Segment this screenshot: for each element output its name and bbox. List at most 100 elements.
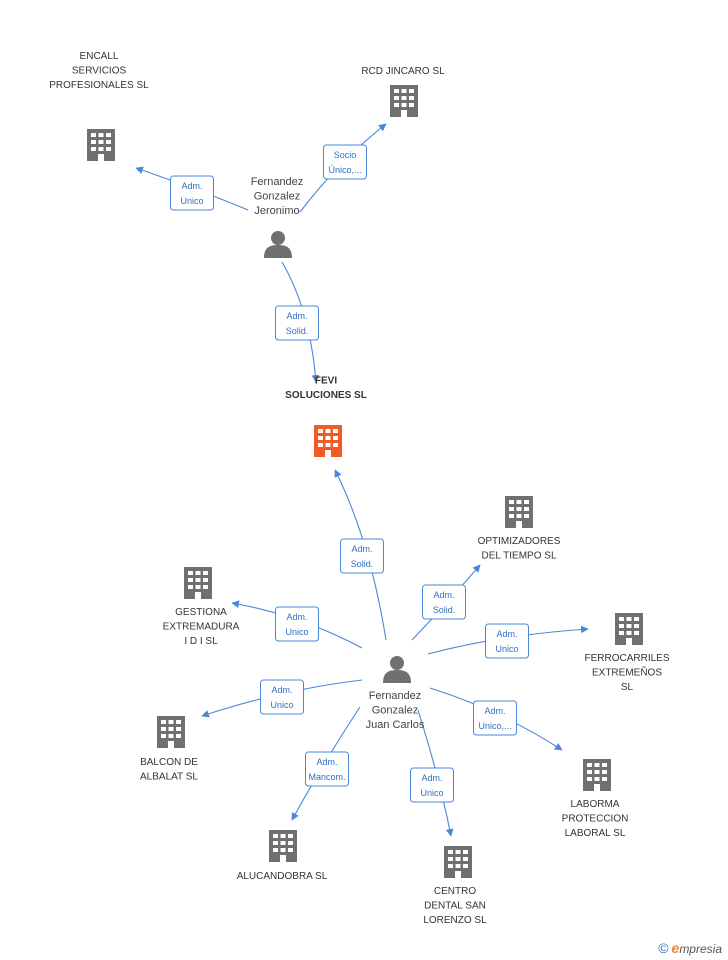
relation-label[interactable]: Adm. — [351, 544, 372, 554]
company-label-gestiona[interactable]: EXTREMADURA — [163, 622, 240, 633]
company-label-ferrocarriles[interactable]: SL — [621, 682, 634, 693]
relation-box[interactable] — [422, 584, 466, 620]
building-icon[interactable] — [615, 613, 643, 645]
relation-label[interactable]: Unico — [270, 700, 293, 710]
relation-badge-jc_fevi[interactable]: Adm. Solid. — [340, 538, 384, 574]
relation-label[interactable]: Adm. — [433, 590, 454, 600]
copyright-icon: © — [658, 940, 669, 956]
relation-badge-jc_ferro[interactable]: Adm. Unico — [485, 623, 529, 659]
building-icon[interactable] — [583, 759, 611, 791]
company-node-centro[interactable]: CENTRO DENTAL SAN LORENZO SL — [423, 846, 487, 926]
relation-box[interactable] — [170, 175, 214, 211]
building-icon[interactable] — [444, 846, 472, 878]
company-label-centro[interactable]: DENTAL SAN — [424, 901, 486, 912]
building-icon[interactable] — [390, 85, 418, 117]
relation-box[interactable] — [260, 679, 304, 715]
relation-label[interactable]: Adm. — [421, 773, 442, 783]
company-node-ferrocarriles[interactable]: FERROCARRILES EXTREMEÑOS SL — [584, 613, 670, 693]
person-icon[interactable] — [383, 656, 411, 683]
relation-box[interactable] — [485, 623, 529, 659]
relation-label[interactable]: Unico — [420, 788, 443, 798]
person-icon[interactable] — [264, 231, 292, 258]
company-label-balcon[interactable]: BALCON DE — [140, 757, 198, 768]
company-node-fevi[interactable]: FEVI SOLUCIONES SL — [285, 376, 367, 458]
relation-label[interactable]: Único,... — [328, 165, 361, 175]
building-icon[interactable] — [314, 425, 342, 457]
relation-label[interactable]: Unico — [285, 627, 308, 637]
company-label-encall[interactable]: ENCALL — [80, 51, 119, 62]
company-label-ferrocarriles[interactable]: FERROCARRILES — [584, 653, 669, 664]
company-node-alucandobra[interactable]: ALUCANDOBRA SL — [237, 830, 328, 882]
relation-badge-jer_rcd[interactable]: SocioÚnico,... — [323, 144, 367, 180]
company-label-optimizadores[interactable]: OPTIMIZADORES — [478, 536, 561, 547]
relation-label[interactable]: Unico — [180, 196, 203, 206]
person-label-juancarlos[interactable]: Fernandez — [369, 690, 422, 702]
person-label-jeronimo[interactable]: Fernandez — [251, 176, 304, 188]
relation-label[interactable]: Adm. — [286, 612, 307, 622]
relation-label[interactable]: Adm. — [496, 629, 517, 639]
relation-label[interactable]: Adm. — [286, 311, 307, 321]
relation-badge-jc_alucandobra[interactable]: Adm. Mancom. — [305, 751, 349, 787]
company-label-optimizadores[interactable]: DEL TIEMPO SL — [481, 551, 556, 562]
building-icon[interactable] — [505, 496, 533, 528]
company-label-centro[interactable]: LORENZO SL — [423, 915, 487, 926]
relation-badge-jc_centro[interactable]: Adm. Unico — [410, 767, 454, 803]
relation-label[interactable]: Adm. — [316, 757, 337, 767]
relation-badge-jc_balcon[interactable]: Adm. Unico — [260, 679, 304, 715]
relation-label[interactable]: Adm. — [484, 706, 505, 716]
person-label-juancarlos[interactable]: Juan Carlos — [366, 719, 425, 731]
company-node-encall[interactable]: ENCALL SERVICIOS PROFESIONALES SL — [49, 51, 149, 161]
company-label-encall[interactable]: SERVICIOS — [72, 66, 127, 77]
person-label-juancarlos[interactable]: Gonzalez — [372, 705, 418, 717]
company-label-fevi[interactable]: FEVI — [315, 376, 337, 387]
company-node-optimizadores[interactable]: OPTIMIZADORES DEL TIEMPO SL — [478, 496, 561, 562]
company-label-ferrocarriles[interactable]: EXTREMEÑOS — [592, 666, 662, 679]
relation-label[interactable]: Solid. — [351, 559, 374, 569]
company-label-fevi[interactable]: SOLUCIONES SL — [285, 390, 367, 401]
building-icon[interactable] — [87, 129, 115, 161]
relation-box[interactable] — [340, 538, 384, 574]
company-label-balcon[interactable]: ALBALAT SL — [140, 772, 198, 783]
relation-label[interactable]: Unico,... — [478, 721, 511, 731]
building-icon[interactable] — [184, 567, 212, 599]
company-node-balcon[interactable]: BALCON DE ALBALAT SL — [140, 716, 198, 783]
building-icon[interactable] — [269, 830, 297, 862]
company-label-encall[interactable]: PROFESIONALES SL — [49, 80, 149, 91]
relation-label[interactable]: Mancom. — [308, 772, 345, 782]
company-label-laborma[interactable]: PROTECCION — [562, 814, 629, 825]
edges-layer — [135, 123, 589, 837]
relation-badge-jer_encall[interactable]: Adm. Unico — [170, 175, 214, 211]
company-label-laborma[interactable]: LABORMA — [571, 799, 620, 810]
building-icon[interactable] — [157, 716, 185, 748]
relation-badge-jc_optim[interactable]: Adm. Solid. — [422, 584, 466, 620]
company-label-laborma[interactable]: LABORAL SL — [565, 828, 626, 839]
relation-badge-jc_laborma[interactable]: Adm. Unico,... — [473, 700, 517, 736]
relation-box[interactable] — [305, 751, 349, 787]
company-label-alucandobra[interactable]: ALUCANDOBRA SL — [237, 871, 328, 882]
relation-box[interactable] — [275, 305, 319, 341]
company-label-gestiona[interactable]: I D I SL — [184, 636, 218, 647]
relation-box[interactable] — [473, 700, 517, 736]
relation-box[interactable] — [275, 606, 319, 642]
company-label-gestiona[interactable]: GESTIONA — [175, 607, 227, 618]
relation-label[interactable]: Socio — [334, 150, 357, 160]
relation-label[interactable]: Solid. — [433, 605, 456, 615]
relation-label[interactable]: Adm. — [181, 181, 202, 191]
relation-badge-jer_fevi[interactable]: Adm. Solid. — [275, 305, 319, 341]
company-node-rcd[interactable]: RCD JINCARO SL — [361, 66, 445, 117]
company-node-laborma[interactable]: LABORMA PROTECCION LABORAL SL — [562, 759, 629, 839]
company-label-rcd[interactable]: RCD JINCARO SL — [361, 66, 445, 77]
company-label-centro[interactable]: CENTRO — [434, 886, 476, 897]
relation-label[interactable]: Adm. — [271, 685, 292, 695]
person-label-jeronimo[interactable]: Jeronimo — [254, 205, 299, 217]
relation-label[interactable]: Solid. — [286, 326, 309, 336]
relation-box[interactable] — [410, 767, 454, 803]
relation-badge-jc_gestiona[interactable]: Adm. Unico — [275, 606, 319, 642]
person-label-jeronimo[interactable]: Gonzalez — [254, 191, 300, 203]
relation-box[interactable] — [323, 144, 367, 180]
company-node-gestiona[interactable]: GESTIONA EXTREMADURA I D I SL — [163, 567, 240, 647]
relation-label[interactable]: Unico — [495, 644, 518, 654]
